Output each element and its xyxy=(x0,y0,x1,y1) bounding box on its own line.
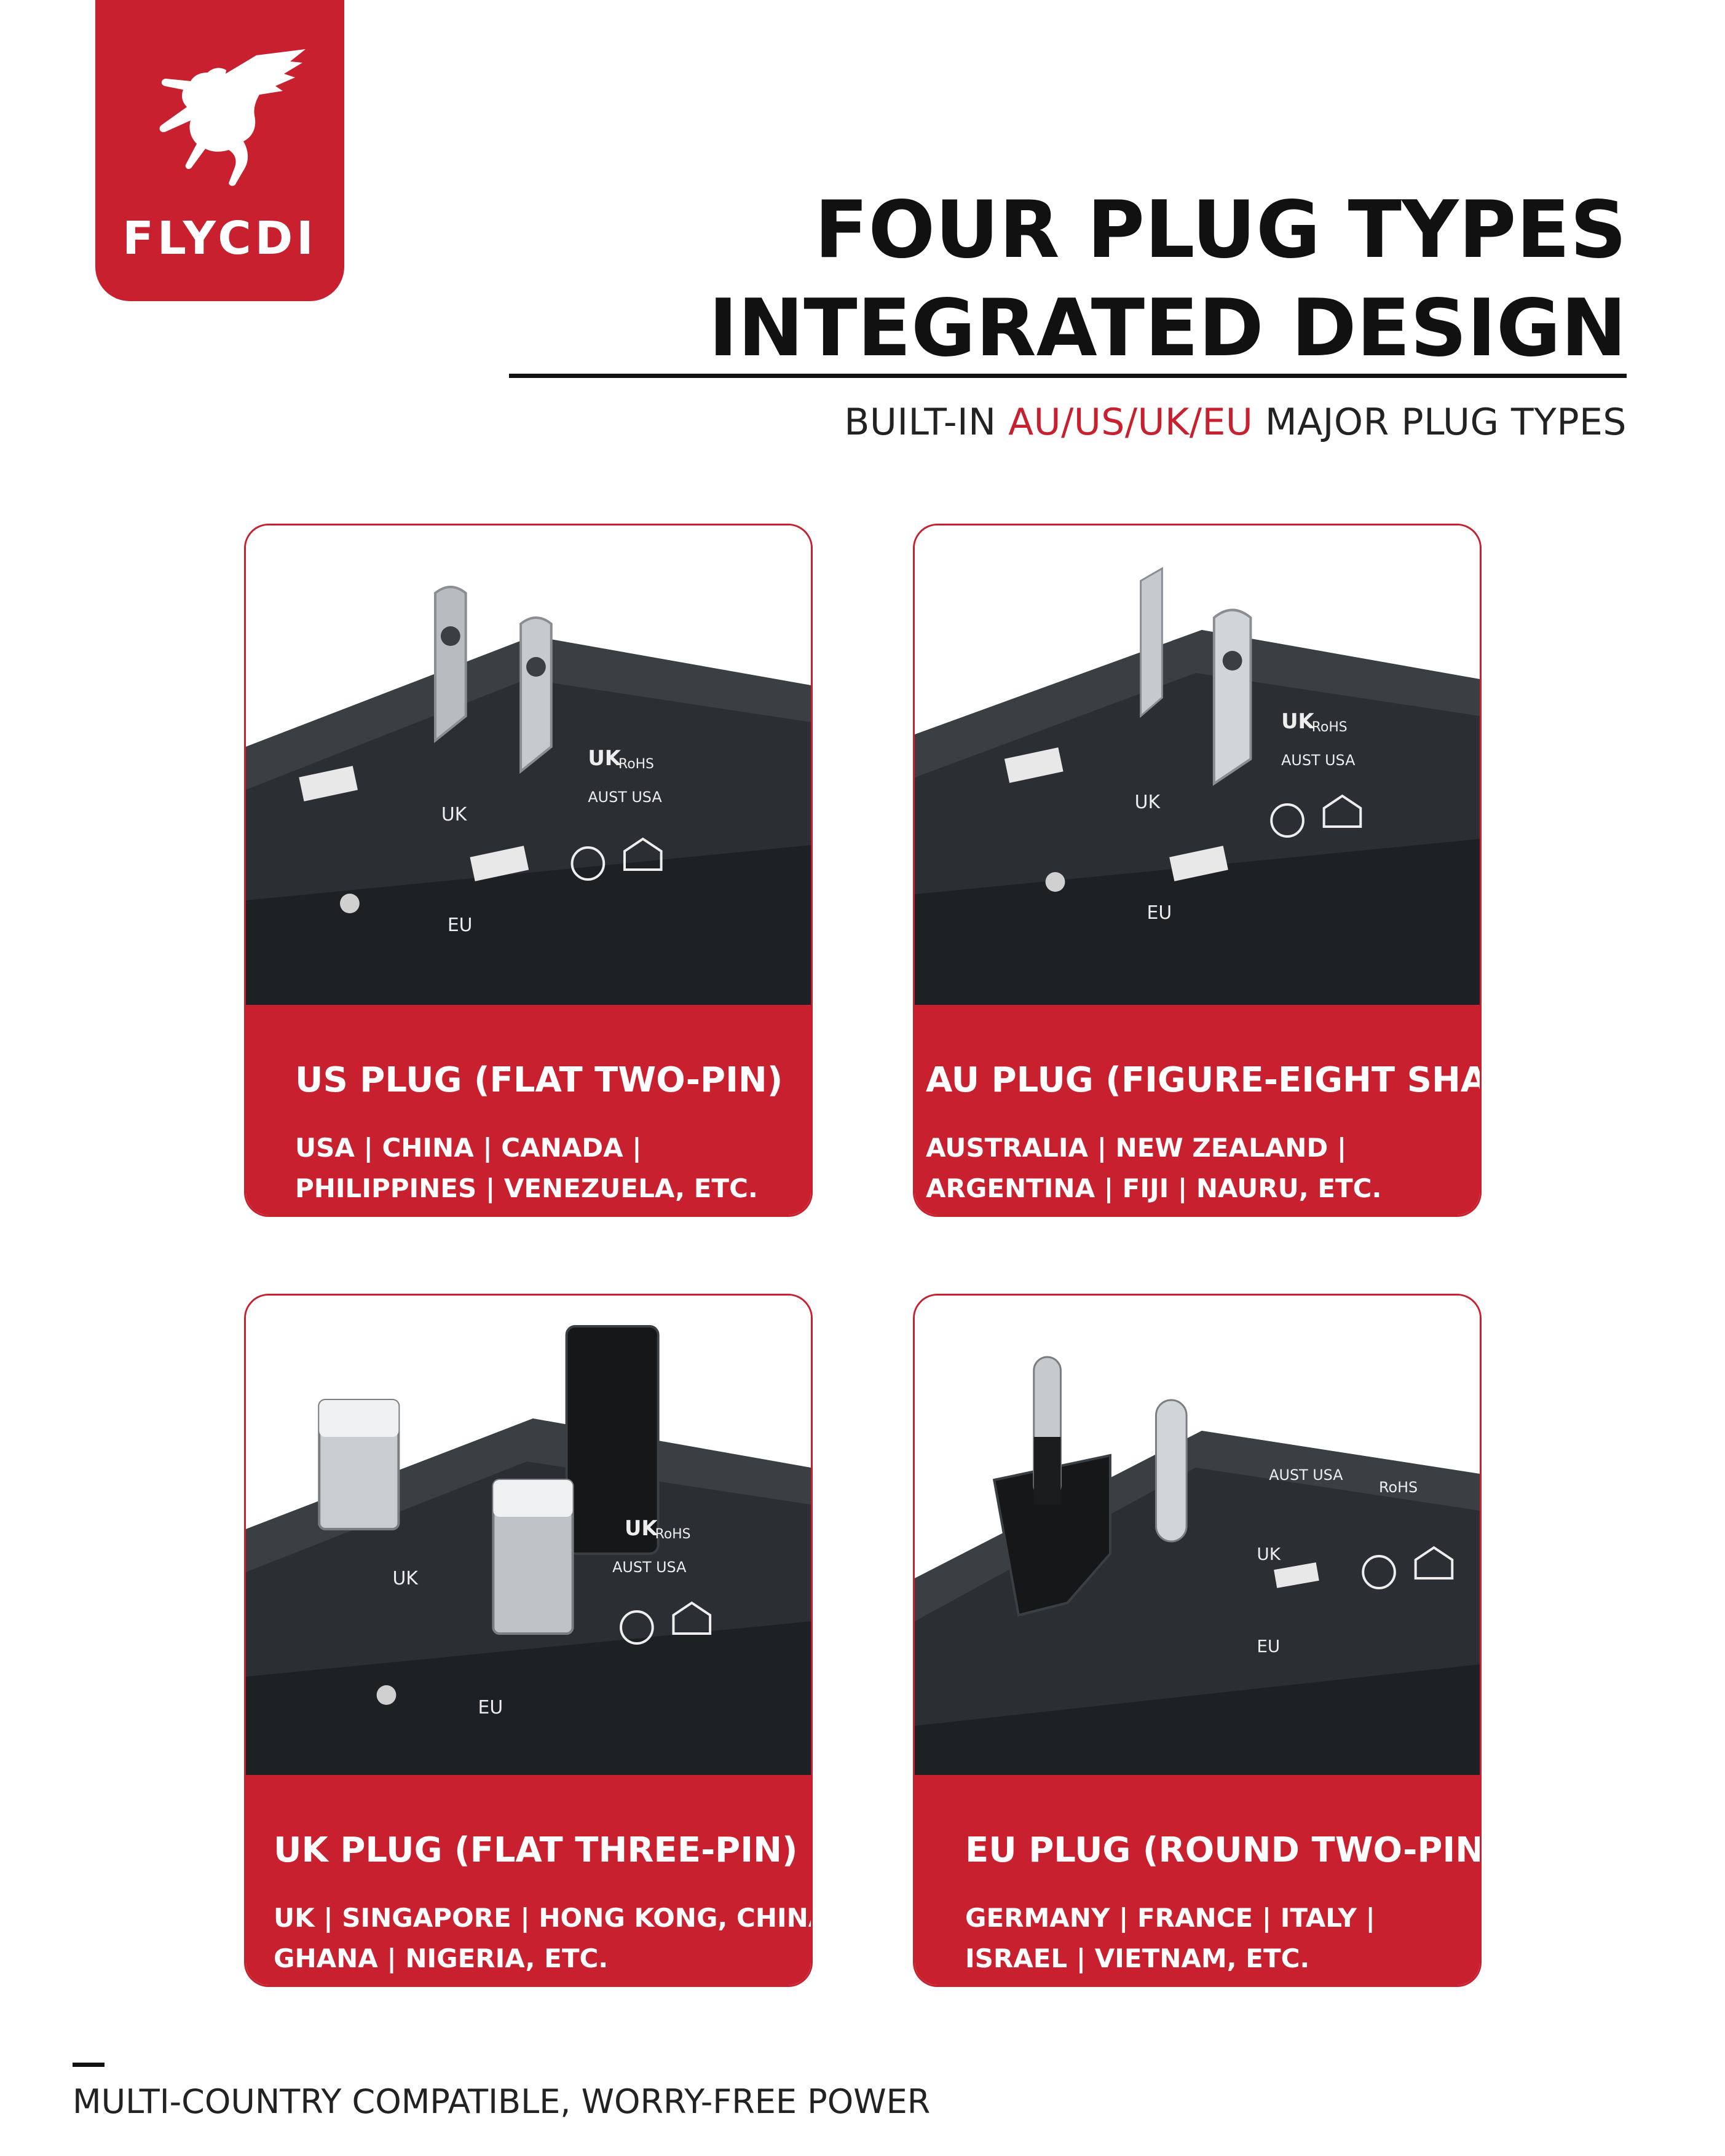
eu-label: EU xyxy=(1257,1636,1280,1656)
rohs-mark: RoHS xyxy=(618,757,654,772)
uk-mark: UK xyxy=(625,1516,658,1540)
countries-line-2: PHILIPPINES | VENEZUELA, ETC. xyxy=(295,1173,758,1203)
au-plug-title: AU PLUG (FIGURE-EIGHT SHAPE) xyxy=(926,1060,1482,1100)
uk-label: UK xyxy=(441,804,468,825)
eu-plug-countries: GERMANY | FRANCE | ITALY | ISRAEL | VIET… xyxy=(965,1898,1375,1979)
uk-mark: UK xyxy=(588,746,622,770)
title-line-2: INTEGRATED DESIGN xyxy=(708,283,1627,374)
eu-label: EU xyxy=(448,915,473,936)
countries-line-2: GHANA | NIGERIA, ETC. xyxy=(274,1943,609,1973)
page-title: FOUR PLUG TYPES INTEGRATED DESIGN xyxy=(709,181,1627,378)
eu-label: EU xyxy=(1147,902,1172,924)
countries-line-2: ARGENTINA | FIJI | NAURU, ETC. xyxy=(926,1173,1382,1203)
uk-label: UK xyxy=(1135,792,1161,813)
rohs-mark: RoHS xyxy=(1312,720,1348,735)
card-au-plug: UK EU UK RoHS AUST USA AU PLUG (FIGURE-E… xyxy=(913,524,1482,1217)
aust-usa-mark: AUST USA xyxy=(588,789,662,806)
card-eu-plug: UK EU AUST USA RoHS EU PLUG (ROUND TWO-P… xyxy=(913,1294,1482,1987)
subtitle-prefix: BUILT-IN xyxy=(844,401,1009,444)
au-plug-photo: UK EU UK RoHS AUST USA xyxy=(915,525,1480,1005)
card-us-plug: UK EU UK RoHS AUST USA US PLUG (FLAT TWO… xyxy=(244,524,813,1217)
subtitle: BUILT-IN AU/US/UK/EU MAJOR PLUG TYPES xyxy=(844,401,1627,444)
countries-line-2: ISRAEL | VIETNAM, ETC. xyxy=(965,1943,1310,1973)
uk-label: UK xyxy=(1257,1544,1281,1564)
brand-logo: FLYCDI xyxy=(95,0,344,301)
uk-plug-photo: UK EU UK RoHS AUST USA xyxy=(246,1296,811,1775)
eu-plug-photo: UK EU AUST USA RoHS xyxy=(915,1296,1480,1775)
countries-line-1: UK | SINGAPORE | HONG KONG, CHINA | xyxy=(274,1903,813,1933)
us-plug-countries: USA | CHINA | CANADA | PHILIPPINES | VEN… xyxy=(295,1128,758,1209)
au-plug-info: AU PLUG (FIGURE-EIGHT SHAPE) AUSTRALIA |… xyxy=(915,1005,1482,1215)
rohs-mark: RoHS xyxy=(655,1527,691,1542)
title-line-1: FOUR PLUG TYPES xyxy=(814,184,1627,276)
aust-usa-mark: AUST USA xyxy=(1269,1466,1343,1484)
pegasus-icon xyxy=(159,49,306,186)
subtitle-highlight: AU/US/UK/EU xyxy=(1008,401,1253,444)
card-uk-plug: UK EU UK RoHS AUST USA UK PLUG (FLAT THR… xyxy=(244,1294,813,1987)
brand-name: FLYCDI xyxy=(122,212,317,265)
eu-plug-title: EU PLUG (ROUND TWO-PIN) xyxy=(965,1830,1482,1870)
subtitle-suffix: MAJOR PLUG TYPES xyxy=(1253,401,1627,444)
uk-plug-countries: UK | SINGAPORE | HONG KONG, CHINA | GHAN… xyxy=(274,1898,813,1979)
uk-plug-title: UK PLUG (FLAT THREE-PIN) xyxy=(274,1830,798,1870)
eu-label: EU xyxy=(478,1697,503,1718)
us-plug-title: US PLUG (FLAT TWO-PIN) xyxy=(295,1060,783,1100)
footer-marker xyxy=(73,2063,105,2067)
rohs-mark: RoHS xyxy=(1379,1479,1418,1496)
title-divider xyxy=(509,374,1627,378)
uk-plug-info: UK PLUG (FLAT THREE-PIN) UK | SINGAPORE … xyxy=(246,1775,813,1985)
uk-label: UK xyxy=(392,1568,419,1589)
aust-usa-mark: AUST USA xyxy=(1281,752,1356,769)
us-plug-info: US PLUG (FLAT TWO-PIN) USA | CHINA | CAN… xyxy=(246,1005,811,1215)
countries-line-1: AUSTRALIA | NEW ZEALAND | xyxy=(926,1133,1347,1163)
uk-mark: UK xyxy=(1281,709,1315,733)
aust-usa-mark: AUST USA xyxy=(612,1559,687,1576)
us-plug-photo: UK EU UK RoHS AUST USA xyxy=(246,525,811,1005)
eu-plug-info: EU PLUG (ROUND TWO-PIN) GERMANY | FRANCE… xyxy=(915,1775,1482,1985)
countries-line-1: GERMANY | FRANCE | ITALY | xyxy=(965,1903,1375,1933)
footer-tagline: MULTI-COUNTRY COMPATIBLE, WORRY-FREE POW… xyxy=(73,2082,931,2121)
au-plug-countries: AUSTRALIA | NEW ZEALAND | ARGENTINA | FI… xyxy=(926,1128,1381,1209)
countries-line-1: USA | CHINA | CANADA | xyxy=(295,1133,642,1163)
